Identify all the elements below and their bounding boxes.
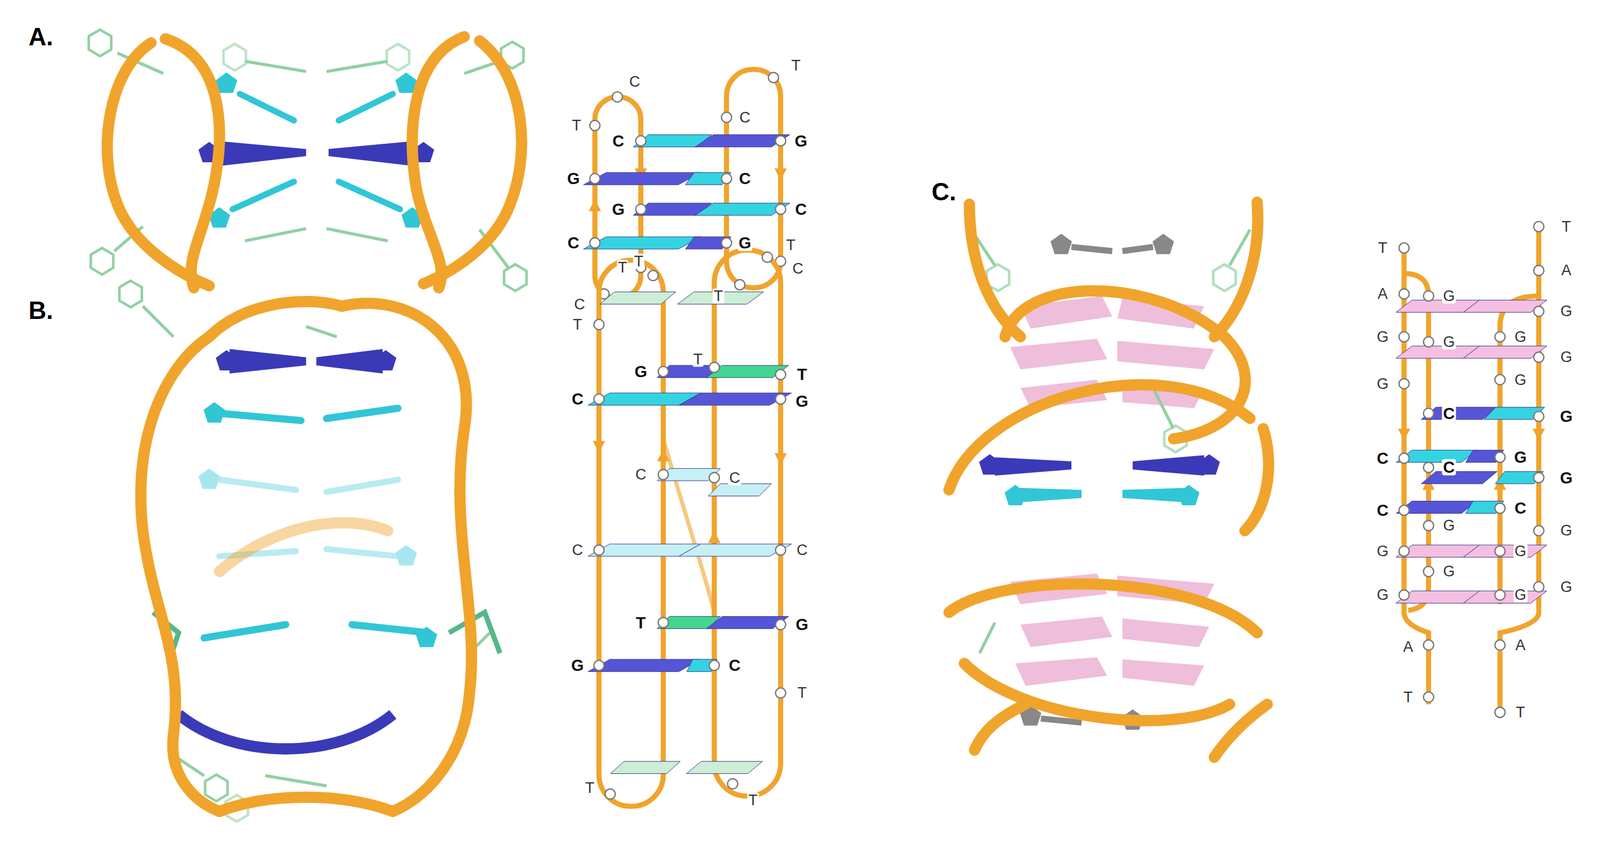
- base-label: G: [1375, 587, 1390, 603]
- base-label: G: [1513, 587, 1528, 603]
- base-label: C: [728, 469, 742, 486]
- base-label: T: [1402, 689, 1415, 705]
- base-label: G: [737, 234, 753, 252]
- base-label: G: [1513, 372, 1528, 388]
- base-label: T: [633, 253, 646, 269]
- base-label: C: [727, 657, 742, 674]
- base-label: T: [571, 317, 584, 333]
- panel-b-scheme: [587, 250, 792, 807]
- base-label: T: [1514, 704, 1527, 720]
- base-label: C: [795, 542, 809, 558]
- base-label: T: [784, 237, 797, 253]
- panel-label: B.: [28, 298, 54, 323]
- base-label: A: [1401, 639, 1415, 655]
- base-label: C: [737, 170, 752, 187]
- base-label: G: [1442, 518, 1457, 534]
- base-label: C: [611, 132, 626, 149]
- base-label: G: [1442, 563, 1457, 580]
- base-label: G: [1559, 408, 1575, 425]
- base-label: G: [794, 392, 810, 409]
- base-label: C: [791, 260, 806, 276]
- base-label: C: [566, 234, 581, 252]
- base-label: T: [796, 685, 808, 701]
- base-label: A: [1560, 262, 1573, 279]
- base-label: G: [1375, 543, 1390, 559]
- base-label: G: [1513, 328, 1528, 345]
- base-label: T: [634, 614, 648, 631]
- base-label: C: [571, 542, 585, 558]
- base-label: T: [616, 259, 629, 275]
- base-label: A: [1376, 286, 1389, 302]
- base-label: G: [794, 616, 810, 633]
- base-label: G: [610, 200, 627, 218]
- base-label: T: [747, 792, 760, 808]
- base-label: G: [570, 657, 586, 674]
- base-label: C: [572, 296, 587, 312]
- base-label: T: [692, 351, 704, 367]
- base-label: C: [1375, 501, 1390, 519]
- base-label: G: [633, 363, 649, 380]
- base-label: G: [1512, 449, 1528, 466]
- base-label: C: [628, 73, 642, 89]
- base-label: G: [1513, 543, 1528, 559]
- base-label: T: [796, 366, 809, 383]
- panel-label: A.: [28, 24, 54, 50]
- base-label: G: [1559, 303, 1574, 319]
- base-label: G: [1559, 349, 1574, 365]
- base-label: G: [1442, 288, 1457, 304]
- base-label: C: [793, 200, 808, 218]
- base-label: G: [1375, 375, 1390, 392]
- base-label: A: [1514, 637, 1527, 653]
- base-label: G: [1375, 328, 1390, 345]
- base-label: G: [793, 132, 809, 149]
- panel-b-model: [119, 280, 500, 822]
- base-label: G: [566, 170, 582, 187]
- base-label: G: [1559, 469, 1575, 486]
- base-label: G: [1559, 523, 1574, 539]
- base-label: T: [712, 288, 725, 304]
- panel-c-model: [948, 201, 1269, 757]
- panel-c-scheme: [1395, 221, 1547, 718]
- base-label: G: [1442, 334, 1457, 350]
- panel-a-model: [88, 29, 527, 291]
- base-label: C: [570, 391, 585, 408]
- base-label: T: [570, 118, 583, 134]
- base-label: C: [738, 109, 752, 125]
- base-label: T: [789, 57, 802, 73]
- base-label: C: [1375, 449, 1390, 467]
- base-label: T: [1560, 218, 1573, 234]
- base-label: C: [634, 467, 648, 483]
- base-label: G: [1559, 579, 1574, 595]
- panel-label: C.: [931, 179, 957, 205]
- base-label: C: [1442, 405, 1457, 422]
- base-label: C: [1513, 500, 1528, 517]
- base-label: C: [1442, 459, 1457, 476]
- base-label: T: [1376, 240, 1389, 256]
- base-label: T: [584, 780, 596, 796]
